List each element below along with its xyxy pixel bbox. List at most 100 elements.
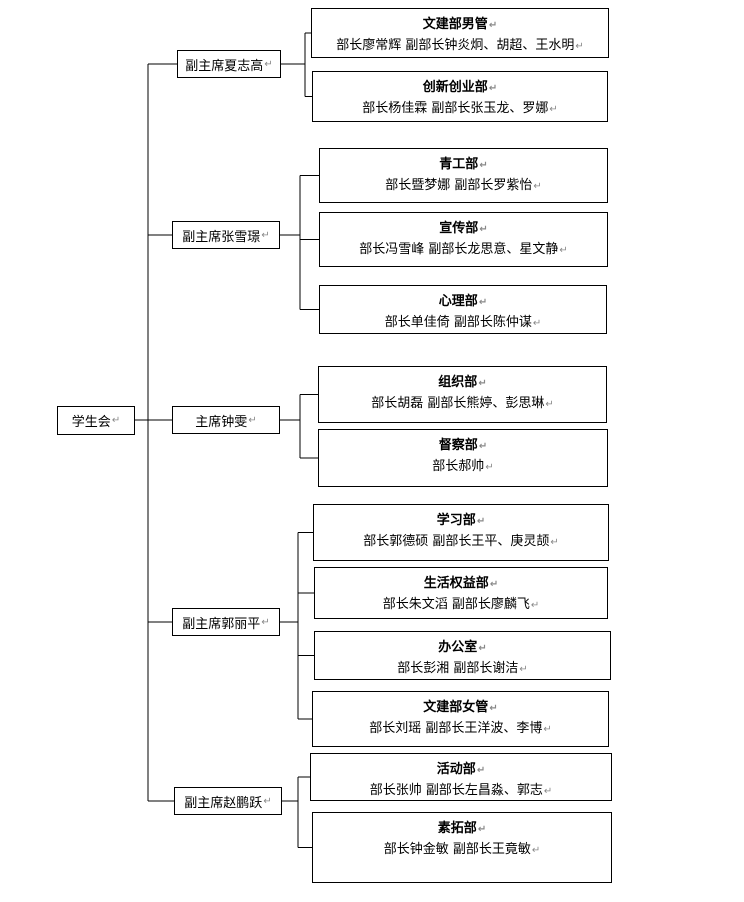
department-staff: 部长朱文滔 副部长廖麟飞↵	[383, 595, 540, 616]
department-name-text: 青工部	[439, 157, 479, 172]
return-mark: ↵	[261, 616, 270, 628]
department-name-text: 督察部	[438, 438, 478, 453]
department-box: 办公室↵部长彭湘 副部长谢洁↵	[314, 631, 611, 680]
department-staff-text: 部长朱文滔 副部长廖麟飞	[382, 597, 530, 612]
department-name: 办公室↵	[438, 638, 486, 659]
return-mark: ↵	[111, 415, 121, 426]
department-staff: 部长彭湘 副部长谢洁↵	[397, 659, 528, 680]
department-box: 督察部↵部长郝帅↵	[318, 429, 608, 487]
department-name: 素拓部↵	[438, 819, 486, 840]
return-mark: ↵	[550, 537, 559, 548]
department-staff-text: 部长暨梦娜 副部长罗紫怡	[385, 178, 533, 193]
department-staff: 部长钟金敏 副部长王竟敏↵	[384, 840, 541, 861]
return-mark: ↵	[264, 58, 273, 70]
department-name-text: 办公室	[438, 640, 478, 655]
department-name-text: 创新创业部	[422, 80, 488, 95]
return-mark: ↵	[531, 845, 541, 856]
return-mark: ↵	[479, 160, 488, 171]
department-staff-text: 部长钟金敏 副部长王竟敏	[383, 842, 531, 857]
department-name: 心理部↵	[439, 292, 487, 313]
return-mark: ↵	[488, 83, 498, 94]
department-staff-text: 部长廖常辉 副部长钟炎炯、胡超、王水明	[336, 38, 575, 53]
department-staff-text: 部长张帅 副部长左昌淼、郭志	[369, 783, 543, 798]
department-box: 组织部↵部长胡磊 副部长熊婷、彭思琳↵	[318, 366, 607, 423]
return-mark: ↵	[476, 516, 486, 527]
department-staff-text: 部长冯雪峰 副部长龙思意、星文静	[359, 242, 559, 257]
department-name-text: 组织部	[438, 375, 478, 390]
department-staff: 部长张帅 副部长左昌淼、郭志↵	[370, 781, 553, 802]
department-box: 文建部女管↵部长刘瑶 副部长王洋波、李博↵	[312, 691, 609, 747]
leader-label: 副主席夏志高	[185, 58, 264, 74]
department-name: 生活权益部↵	[424, 574, 498, 595]
return-mark: ↵	[263, 795, 272, 807]
department-name-text: 生活权益部	[423, 576, 489, 591]
department-name-text: 素拓部	[437, 821, 477, 836]
department-box: 宣传部↵部长冯雪峰 副部长龙思意、星文静↵	[319, 212, 608, 267]
root-node-student-union: 学生会↵	[57, 406, 135, 435]
return-mark: ↵	[476, 765, 486, 776]
leader-node: 副主席郭丽平↵	[172, 608, 280, 636]
department-staff-text: 部长郭德硕 副部长王平、庚灵颉	[363, 534, 550, 549]
department-name: 宣传部↵	[439, 219, 487, 240]
department-name-text: 宣传部	[439, 221, 479, 236]
return-mark: ↵	[488, 20, 498, 31]
department-name-text: 文建部男管	[422, 17, 488, 32]
department-staff-text: 部长刘瑶 副部长王洋波、李博	[369, 721, 543, 736]
department-staff: 部长冯雪峰 副部长龙思意、星文静↵	[359, 240, 568, 261]
department-staff-text: 部长郝帅	[432, 459, 485, 474]
return-mark: ↵	[478, 297, 488, 308]
return-mark: ↵	[478, 643, 487, 654]
department-staff: 部长暨梦娜 副部长罗紫怡↵	[385, 176, 542, 197]
department-box: 生活权益部↵部长朱文滔 副部长廖麟飞↵	[314, 567, 608, 619]
department-staff: 部长郝帅↵	[432, 457, 493, 478]
return-mark: ↵	[489, 703, 498, 714]
leader-node: 主席钟雯↵	[172, 406, 280, 434]
leader-label: 副主席赵鹏跃	[184, 795, 263, 811]
department-name: 活动部↵	[437, 760, 485, 781]
return-mark: ↵	[543, 786, 553, 797]
department-box: 活动部↵部长张帅 副部长左昌淼、郭志↵	[310, 753, 612, 801]
return-mark: ↵	[519, 664, 528, 675]
department-name-text: 活动部	[436, 762, 476, 777]
department-box: 文建部男管↵部长廖常辉 副部长钟炎炯、胡超、王水明↵	[311, 8, 609, 58]
return-mark: ↵	[549, 104, 558, 115]
department-staff: 部长刘瑶 副部长王洋波、李博↵	[369, 719, 552, 740]
department-staff: 部长单佳倚 副部长陈仲谋↵	[385, 313, 542, 334]
return-mark: ↵	[533, 181, 542, 192]
department-name: 督察部↵	[439, 436, 487, 457]
return-mark: ↵	[575, 41, 584, 52]
return-mark: ↵	[477, 824, 487, 835]
leader-node: 副主席夏志高↵	[177, 50, 281, 78]
return-mark: ↵	[532, 318, 542, 329]
department-name: 创新创业部↵	[423, 78, 497, 99]
department-staff-text: 部长杨佳霖 副部长张玉龙、罗娜	[362, 101, 549, 116]
department-box: 心理部↵部长单佳倚 副部长陈仲谋↵	[319, 285, 607, 334]
department-name: 文建部女管↵	[423, 698, 497, 719]
department-staff: 部长廖常辉 副部长钟炎炯、胡超、王水明↵	[336, 36, 584, 57]
leader-label: 副主席张雪璟	[182, 229, 261, 245]
department-name-text: 文建部女管	[423, 700, 489, 715]
return-mark: ↵	[559, 245, 568, 256]
return-mark: ↵	[248, 414, 257, 426]
department-staff: 部长杨佳霖 副部长张玉龙、罗娜↵	[362, 99, 558, 120]
return-mark: ↵	[479, 224, 488, 235]
department-staff-text: 部长单佳倚 副部长陈仲谋	[384, 315, 532, 330]
department-box: 学习部↵部长郭德硕 副部长王平、庚灵颉↵	[313, 504, 609, 561]
return-mark: ↵	[478, 378, 487, 389]
department-name: 文建部男管↵	[423, 15, 497, 36]
department-name-text: 心理部	[438, 294, 478, 309]
return-mark: ↵	[478, 441, 488, 452]
leader-node: 副主席赵鹏跃↵	[174, 787, 282, 815]
department-staff: 部长郭德硕 副部长王平、庚灵颉↵	[363, 532, 559, 553]
leader-node: 副主席张雪璟↵	[172, 221, 280, 249]
root-node-label: 学生会	[71, 415, 111, 430]
return-mark: ↵	[545, 399, 554, 410]
department-name: 学习部↵	[437, 511, 485, 532]
department-box: 青工部↵部长暨梦娜 副部长罗紫怡↵	[319, 148, 608, 203]
return-mark: ↵	[489, 579, 499, 590]
department-staff: 部长胡磊 副部长熊婷、彭思琳↵	[371, 394, 554, 415]
department-name: 组织部↵	[438, 373, 486, 394]
department-name-text: 学习部	[436, 513, 476, 528]
department-staff-text: 部长彭湘 副部长谢洁	[397, 661, 519, 676]
